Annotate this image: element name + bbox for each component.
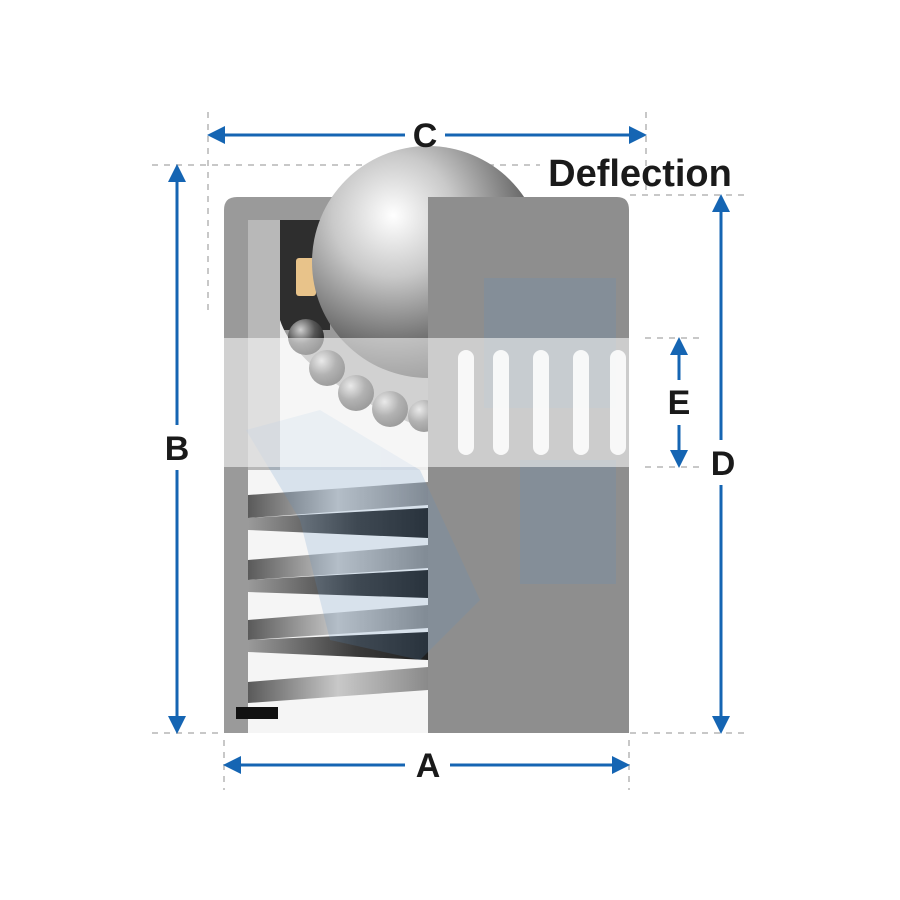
- mounting-band: [207, 338, 645, 467]
- dim-c-label: C: [413, 117, 438, 155]
- dim-a-label: A: [416, 747, 441, 785]
- spring: [248, 482, 428, 703]
- deflection-label: Deflection: [548, 153, 732, 195]
- dim-b-label: B: [165, 430, 190, 468]
- dim-d-label: D: [711, 445, 736, 483]
- dimension-arrows: [168, 126, 730, 774]
- dim-e-label: E: [668, 384, 691, 422]
